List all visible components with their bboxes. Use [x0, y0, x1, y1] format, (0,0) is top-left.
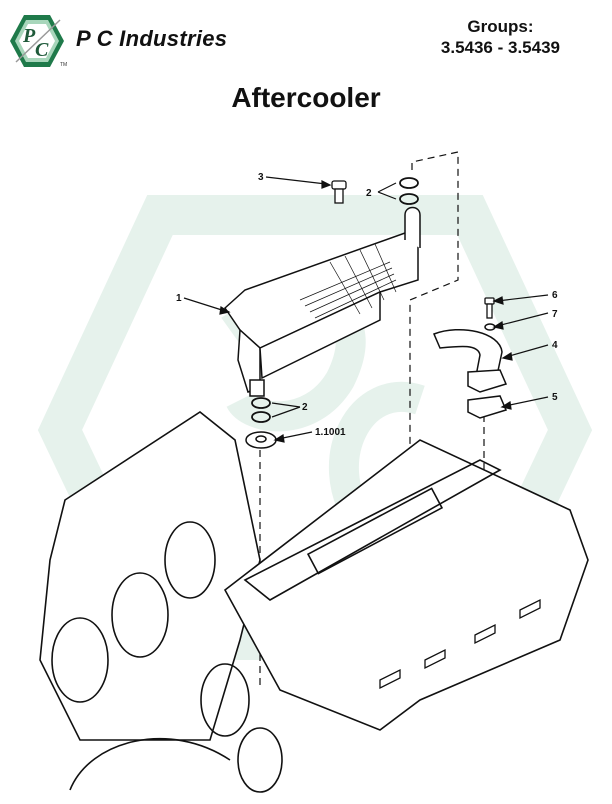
groups-range: 3.5436 - 3.5439	[440, 38, 560, 57]
groups-header: Groups: 3.5436 - 3.5439	[441, 16, 560, 58]
callout-2-lower: 2	[302, 402, 308, 413]
svg-text:C: C	[35, 39, 49, 61]
callout-1: 1	[176, 293, 182, 304]
adapter-part	[245, 431, 277, 449]
callout-1-1001: 1.1001	[315, 427, 346, 438]
elbow-tube-part-4	[433, 328, 508, 393]
company-name: P C Industries	[76, 26, 228, 51]
callout-4: 4	[552, 340, 558, 351]
trademark: TM	[60, 62, 68, 68]
callout-2-upper: 2	[366, 188, 372, 199]
o-rings-lower	[251, 397, 271, 423]
pc-hexagon-logo-icon: P C	[10, 15, 64, 67]
svg-text:P: P	[22, 25, 36, 47]
bolt-part-6	[484, 297, 495, 319]
callout-3: 3	[258, 172, 264, 183]
callouts	[183, 176, 549, 443]
aftercooler-part	[224, 206, 421, 397]
callout-5: 5	[552, 392, 558, 403]
page-title: Aftercooler	[231, 82, 381, 113]
gasket-part-5	[467, 395, 508, 419]
o-rings-upper	[399, 177, 419, 205]
callout-7: 7	[552, 309, 558, 320]
aftercooler-exploded-diagram: 3 2 1 2 1.1001 6 7 4 5	[37, 151, 593, 793]
bolt-part-3	[331, 180, 347, 204]
callout-6: 6	[552, 290, 558, 301]
logo: P C TM	[8, 12, 68, 70]
engine-block	[39, 411, 589, 793]
groups-label: Groups:	[467, 17, 534, 36]
